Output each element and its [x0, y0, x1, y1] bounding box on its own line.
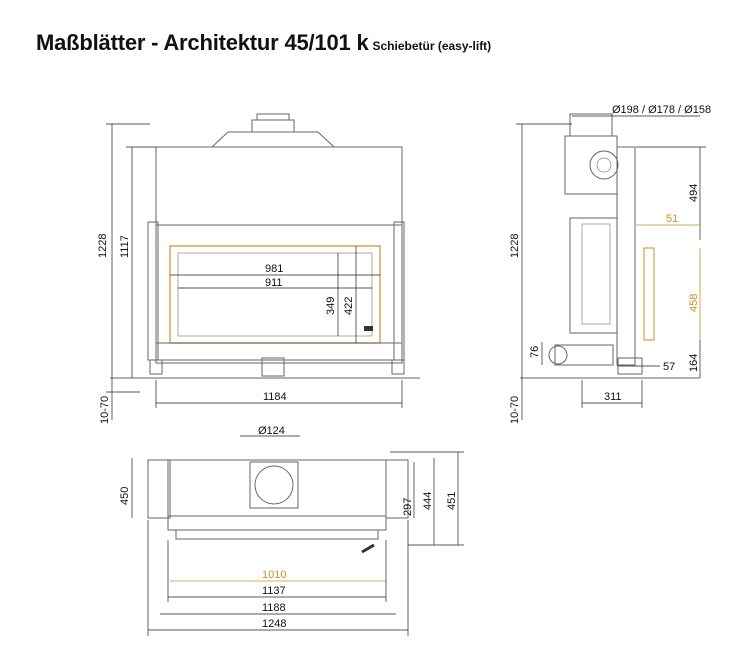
front-right-foot	[391, 359, 405, 375]
front-ash-door	[261, 357, 285, 377]
label-side-flue: Ø198 / Ø178 / Ø158	[612, 104, 711, 116]
label-top-depth-outer: 451	[446, 492, 458, 510]
side-body	[569, 217, 618, 334]
front-upper-body	[155, 146, 403, 226]
top-front-glass	[167, 515, 387, 531]
label-top-depth-mid: 444	[422, 492, 434, 510]
front-firebox-glass	[169, 245, 381, 344]
title-main: Maßblätter - Architektur 45/101 k	[36, 30, 369, 55]
top-flue-circle	[254, 465, 294, 505]
front-flue-cap	[256, 113, 290, 121]
label-front-glass-width: 981	[265, 263, 283, 275]
label-side-offset: 51	[666, 213, 678, 225]
front-body	[155, 224, 403, 361]
front-base	[155, 342, 403, 364]
top-view: Ø124 450 297 444 451 1010 1137 1188 1248	[119, 425, 464, 636]
label-front-width: 1184	[263, 391, 287, 403]
side-front-frame	[616, 146, 636, 366]
label-top-depth-left: 450	[119, 487, 131, 505]
side-flue-collar	[569, 113, 613, 137]
front-left-foot	[149, 359, 163, 375]
front-hood	[211, 131, 335, 148]
title-subtitle: Schiebetür (easy-lift)	[372, 39, 492, 53]
label-side-lift: 458	[688, 294, 700, 312]
label-front-foot: 10-70	[99, 396, 111, 424]
front-opening	[177, 252, 373, 337]
top-front-frame	[175, 529, 379, 540]
label-side-foot: 10-70	[509, 396, 521, 424]
label-top-glass-width: 1010	[262, 569, 286, 581]
side-door-lift	[643, 247, 655, 341]
side-flue-box	[564, 135, 618, 195]
side-air-inlet	[554, 344, 614, 366]
top-left-side	[147, 459, 171, 519]
front-view: 1228 1117 10-70 1184 981 911 349 422	[97, 113, 420, 424]
label-front-opening-width: 911	[265, 277, 283, 289]
label-side-bottom: 164	[688, 354, 700, 372]
label-top-width-inner: 1137	[262, 585, 286, 597]
label-top-depth-inner: 297	[402, 498, 414, 516]
front-flue-collar	[251, 119, 295, 133]
side-panel	[581, 223, 611, 325]
top-right-side	[385, 459, 409, 519]
label-side-height-total: 1228	[509, 234, 521, 258]
label-side-upper: 494	[688, 184, 700, 202]
top-handle	[361, 543, 375, 554]
label-front-height-total: 1228	[97, 234, 109, 258]
label-side-inlet: 76	[529, 346, 541, 358]
label-front-opening-height: 349	[325, 297, 337, 315]
label-side-duct: 57	[663, 361, 675, 373]
label-top-width-outer: 1248	[262, 618, 286, 630]
label-top-width-mid: 1188	[262, 602, 286, 614]
label-top-flue: Ø124	[258, 425, 285, 437]
side-flue-outlet	[589, 150, 619, 180]
label-front-height-body: 1117	[119, 235, 131, 258]
side-view: Ø198 / Ø178 / Ø158 1228 10-70 494 51 458…	[509, 104, 711, 424]
front-handle	[364, 326, 373, 331]
label-front-glass-height: 422	[343, 297, 355, 315]
label-side-depth: 311	[604, 391, 622, 403]
top-flue-square	[249, 461, 299, 509]
